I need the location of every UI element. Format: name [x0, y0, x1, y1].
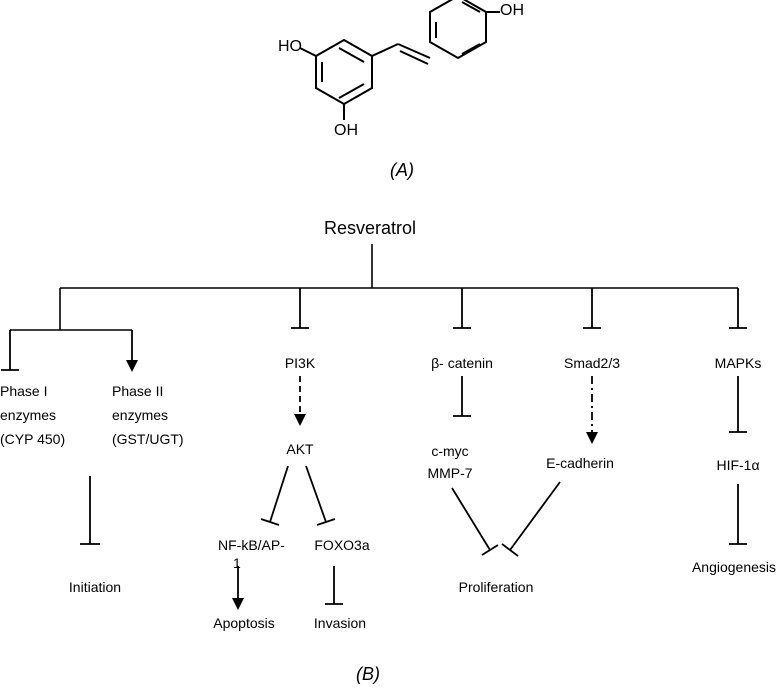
node-mapks: MAPKs [714, 355, 762, 371]
node-phase1-line3: (CYP 450) [0, 431, 66, 447]
arrowhead-akt [294, 414, 306, 426]
node-phase2-line1: Phase II [112, 383, 164, 399]
arrowhead-apoptosis [232, 598, 244, 610]
node-nfkb-line2: 1 [233, 555, 241, 571]
node-pi3k: PI3K [284, 355, 316, 371]
hydroxyl-label-bottom: OH [334, 122, 358, 139]
node-phase1-line2: enzymes [0, 407, 57, 423]
edge-cmyc-prolif-inhibit [451, 487, 491, 551]
node-smad: Smad2/3 [563, 355, 621, 371]
edges [1, 288, 747, 605]
caption-b: (B) [356, 664, 380, 684]
arrowhead-phase2 [126, 360, 138, 372]
hydroxyl-label-left: HO [278, 38, 302, 55]
arrowhead-ecadherin [586, 432, 598, 444]
node-nfkb-line1: NF-kB/AP- [218, 537, 285, 553]
edge-akt-foxo-inhibit [305, 465, 327, 523]
root-node-resveratrol: Resveratrol [323, 218, 417, 238]
node-proliferation: Proliferation [458, 579, 534, 595]
edge-akt-nfkb-inhibit [269, 465, 289, 523]
node-invasion: Invasion [313, 615, 367, 631]
arrowheads [126, 360, 598, 610]
node-apoptosis: Apoptosis [213, 615, 275, 631]
node-hif: HIF-1α [716, 457, 760, 473]
node-foxo3a: FOXO3a [314, 537, 370, 553]
node-phase2-line3: (GST/UGT) [112, 431, 184, 447]
node-akt: AKT [286, 441, 314, 457]
right-benzene-ring [430, 12, 484, 58]
node-angiogenesis: Angiogenesis [691, 559, 777, 575]
caption-a: (A) [390, 160, 414, 180]
node-bcatenin: β- catenin [431, 355, 493, 371]
node-cmyc: c-myc [431, 443, 469, 459]
edge-ecad-prolif-inhibit [509, 481, 561, 551]
node-phase2-line2: enzymes [112, 407, 169, 423]
node-phase1-line1: Phase I [0, 383, 48, 399]
node-ecadherin: E-cadherin [546, 455, 614, 471]
tree-connectors [10, 244, 738, 331]
hydroxyl-label-right: OH [500, 2, 524, 19]
node-initiation: Initiation [68, 579, 122, 595]
node-mmp7: MMP-7 [427, 465, 473, 481]
resveratrol-structure [299, 0, 500, 120]
